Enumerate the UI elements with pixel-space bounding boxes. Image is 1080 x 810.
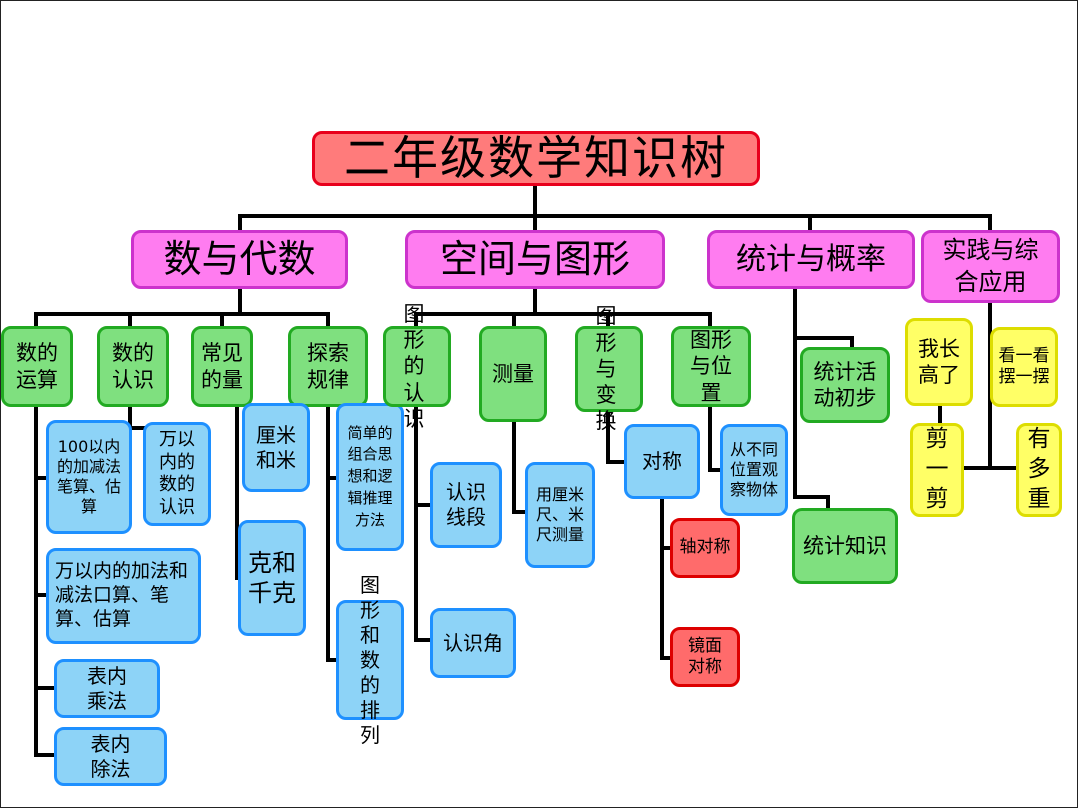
node-transformation: 图形与变换	[575, 304, 643, 433]
node-grown-taller: 我长高了	[905, 318, 973, 406]
node-look-arrange: 看一看摆一摆	[990, 327, 1058, 407]
connector-cat-drops	[238, 214, 992, 234]
leaf-view-positions: 从不同位置观察物体	[720, 424, 788, 516]
node-weight: 有多重	[1016, 423, 1062, 517]
leaf-axial-symmetry: 轴对称	[670, 518, 740, 578]
leaf-times-table: 表内乘法	[54, 659, 160, 718]
leaf-table-division: 表内除法	[54, 727, 167, 786]
node-number-recognition: 数的认识	[97, 326, 169, 407]
connector-algebra	[34, 285, 330, 330]
node-operations: 数的运算	[1, 326, 73, 407]
leaf-addsub-10000: 万以内的加法和减法口算、笔算、估算	[46, 548, 201, 644]
category-practice: 实践与综合应用	[921, 230, 1060, 303]
leaf-logic: 简单的组合思想和逻辑推理方法	[336, 403, 404, 551]
leaf-angles: 认识角	[430, 608, 516, 678]
connector-number-recognition	[128, 403, 147, 430]
node-statistics-knowledge: 统计知识	[792, 508, 898, 584]
category-statistics: 统计与概率	[707, 230, 915, 289]
node-cut: 剪一剪	[910, 423, 964, 517]
leaf-arrangement: 图形和数的排列	[336, 573, 404, 747]
connector-measure	[512, 418, 529, 514]
leaf-ruler-measure: 用厘米尺、米尺测量	[525, 462, 595, 568]
node-shape-recognition: 图形的认识	[383, 302, 451, 431]
category-algebra: 数与代数	[131, 230, 348, 289]
leaf-line-segments: 认识线段	[430, 462, 502, 548]
connector-shapes	[414, 403, 434, 642]
node-measurement: 测量	[479, 326, 547, 422]
category-geometry: 空间与图形	[405, 230, 665, 289]
node-position: 图形与位置	[671, 326, 751, 407]
node-statistics-activities: 统计活动初步	[800, 347, 890, 423]
node-common-quantities: 常见的量	[191, 326, 253, 407]
leaf-recognize-10000: 万以内的数的认识	[143, 422, 211, 526]
root-title: 二年级数学知识树	[312, 131, 760, 186]
leaf-g-kg: 克和千克	[238, 520, 306, 636]
node-patterns: 探索规律	[288, 326, 368, 407]
leaf-addsub-100: 100以内的加减法笔算、估算	[46, 420, 132, 534]
connector-geometry	[414, 285, 712, 330]
connector-statistics	[793, 285, 854, 512]
leaf-mirror-symmetry: 镜面对称	[670, 627, 740, 687]
leaf-cm-m: 厘米和米	[242, 403, 310, 492]
connector-position	[708, 403, 724, 472]
connector-operations	[34, 403, 58, 757]
leaf-symmetry: 对称	[624, 424, 700, 499]
